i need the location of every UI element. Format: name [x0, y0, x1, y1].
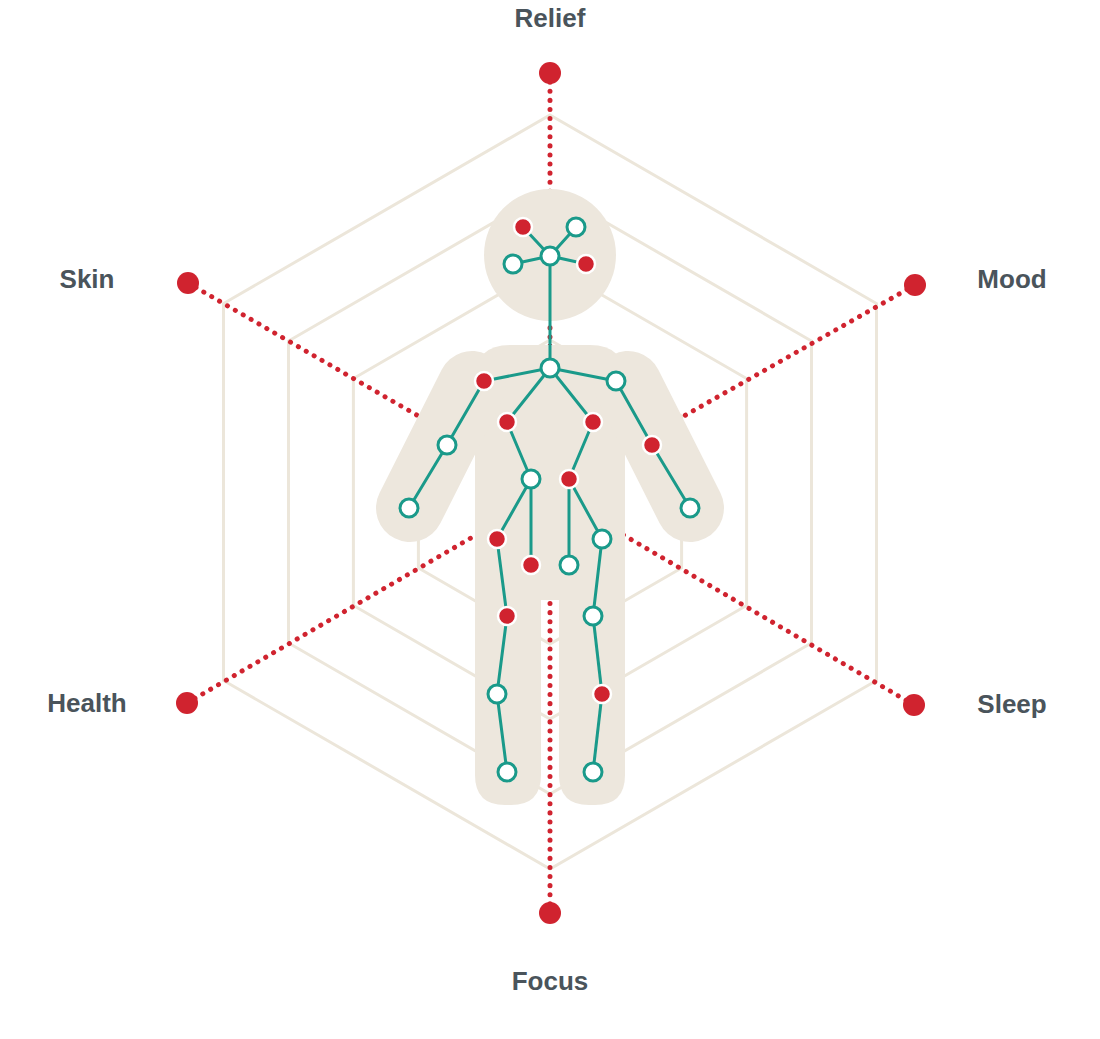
red-joint — [514, 218, 532, 236]
bone-line — [593, 539, 602, 616]
bone-line — [497, 616, 507, 694]
axis-label: Relief — [515, 2, 586, 33]
skeleton-lines — [409, 227, 690, 772]
red-joint — [584, 413, 602, 431]
spoke-end-dots — [176, 62, 926, 924]
open-joint — [488, 685, 506, 703]
open-joint — [541, 247, 559, 265]
red-joint — [498, 413, 516, 431]
axis-label: Mood — [977, 264, 1046, 295]
right-leg-shape — [559, 560, 625, 805]
spoke-end-dot — [539, 902, 561, 924]
red-joint — [522, 556, 540, 574]
open-joint — [498, 763, 516, 781]
open-joint — [584, 607, 602, 625]
axis-label: Skin — [60, 264, 115, 295]
spoke-end-dot — [177, 272, 199, 294]
red-joint — [643, 436, 661, 454]
open-joint — [438, 436, 456, 454]
bone-line — [497, 694, 507, 772]
open-joint — [607, 372, 625, 390]
red-joint — [475, 372, 493, 390]
open-joint — [681, 499, 699, 517]
skeleton-joints — [400, 218, 699, 781]
axis-label: Focus — [512, 966, 589, 997]
spoke-end-dot — [904, 274, 926, 296]
bone-line — [530, 479, 533, 565]
spoke-end-dot — [176, 692, 198, 714]
left-arm-shape — [410, 385, 472, 508]
bone-line — [652, 445, 690, 508]
bone-line — [616, 381, 652, 445]
bone-line — [568, 479, 571, 565]
open-joint — [504, 255, 522, 273]
open-joint — [522, 470, 540, 488]
red-joint — [560, 470, 578, 488]
bone-line — [409, 445, 447, 508]
bone-line — [497, 539, 507, 616]
red-joint — [488, 530, 506, 548]
open-joint — [567, 218, 585, 236]
right-arm-shape — [628, 385, 690, 508]
red-joint — [498, 607, 516, 625]
bone-line — [593, 616, 602, 694]
dotted-spokes — [187, 73, 915, 913]
bone-line — [593, 694, 602, 772]
open-joint — [400, 499, 418, 517]
bone-line — [549, 256, 552, 368]
left-leg-shape — [475, 560, 541, 805]
red-joint — [593, 685, 611, 703]
open-joint — [541, 359, 559, 377]
spoke-end-dot — [903, 694, 925, 716]
open-joint — [584, 763, 602, 781]
axis-label: Health — [47, 688, 126, 719]
open-joint — [560, 556, 578, 574]
open-joint — [593, 530, 611, 548]
red-joint — [577, 255, 595, 273]
axis-label: Sleep — [977, 689, 1046, 720]
spoke-end-dot — [539, 62, 561, 84]
body-silhouette — [410, 189, 690, 805]
bone-line — [447, 381, 484, 445]
